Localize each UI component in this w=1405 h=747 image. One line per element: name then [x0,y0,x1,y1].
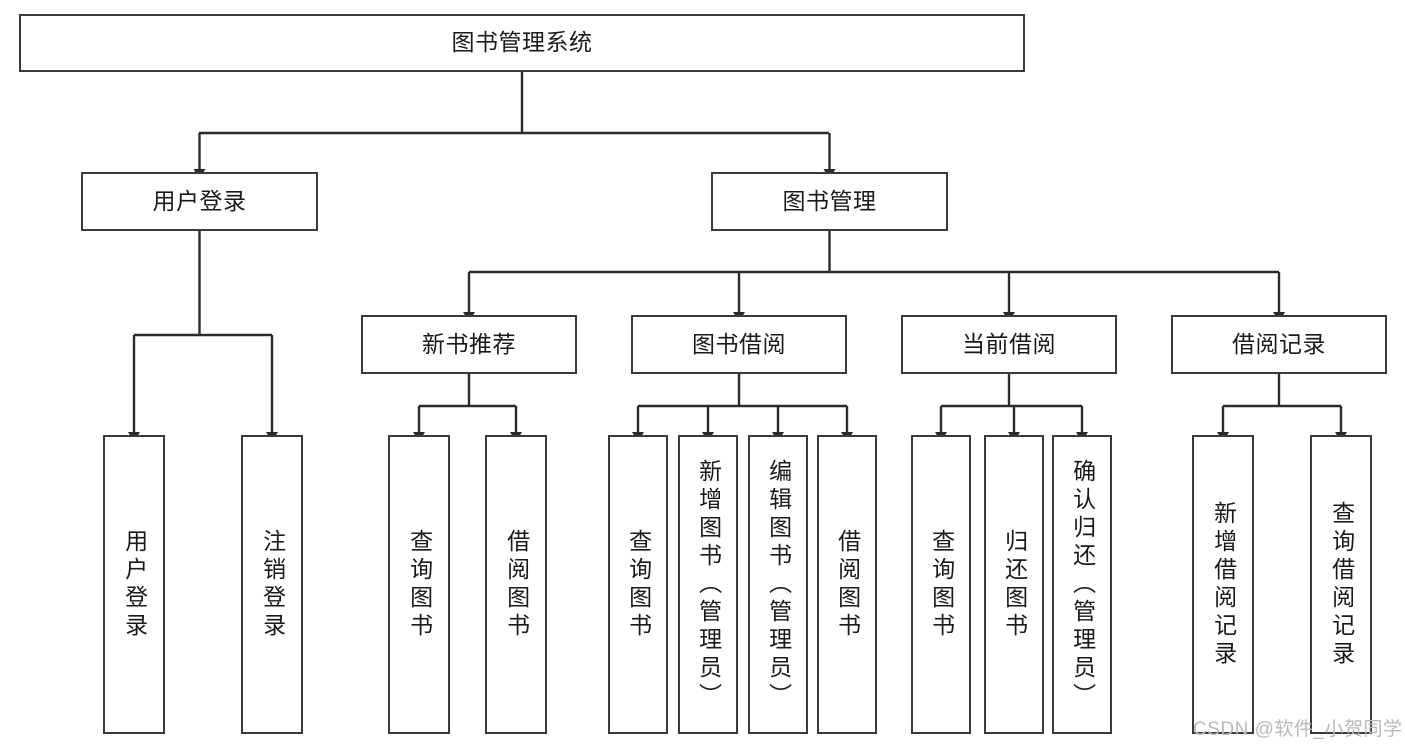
node-label-new-book-recommend: 新书推荐 [422,330,516,357]
connector-paths [128,72,1347,442]
node-leaf-user-logout[interactable]: 注销登录 [241,435,303,734]
node-label-leaf-query-book-recommend: 查询图书 [406,528,433,641]
node-book-manage[interactable]: 图书管理 [711,172,948,231]
node-root[interactable]: 图书管理系统 [19,14,1025,72]
node-leaf-query-book-recommend[interactable]: 查询图书 [388,435,450,734]
node-label-book-borrow: 图书借阅 [692,330,786,357]
node-label-leaf-confirm-return-admin: 确认归还（管理员） [1069,458,1096,711]
node-leaf-add-borrow-record[interactable]: 新增借阅记录 [1192,435,1254,734]
node-book-borrow[interactable]: 图书借阅 [631,315,847,374]
node-leaf-borrow-book[interactable]: 借阅图书 [817,435,877,734]
node-label-root: 图书管理系统 [451,29,593,56]
node-label-leaf-borrow-book-recommend: 借阅图书 [503,528,530,641]
node-label-leaf-query-book-current: 查询图书 [928,528,955,641]
node-label-leaf-query-borrow-record: 查询借阅记录 [1328,500,1355,669]
node-leaf-confirm-return-admin[interactable]: 确认归还（管理员） [1052,435,1112,734]
node-borrow-record[interactable]: 借阅记录 [1171,315,1387,374]
watermark-label: CSDN @软件_小贺同学 [1193,719,1403,740]
node-new-book-recommend[interactable]: 新书推荐 [361,315,577,374]
node-leaf-query-book-borrow[interactable]: 查询图书 [608,435,668,734]
node-leaf-edit-book-admin[interactable]: 编辑图书（管理员） [748,435,808,734]
node-leaf-query-borrow-record[interactable]: 查询借阅记录 [1310,435,1372,734]
node-leaf-add-book-admin[interactable]: 新增图书（管理员） [678,435,738,734]
node-label-leaf-query-book-borrow: 查询图书 [625,528,652,641]
node-label-leaf-add-borrow-record: 新增借阅记录 [1210,500,1237,669]
node-label-leaf-return-book: 归还图书 [1001,528,1028,641]
node-label-leaf-borrow-book: 借阅图书 [834,528,861,641]
node-label-user-login: 用户登录 [152,187,247,214]
node-label-leaf-user-login: 用户登录 [121,528,148,641]
node-label-borrow-record: 借阅记录 [1232,330,1326,357]
node-label-leaf-user-logout: 注销登录 [259,528,286,641]
node-label-leaf-edit-book-admin: 编辑图书（管理员） [765,458,792,711]
node-current-borrow[interactable]: 当前借阅 [901,315,1117,374]
node-leaf-query-book-current[interactable]: 查询图书 [911,435,971,734]
node-label-book-manage: 图书管理 [782,187,877,214]
node-leaf-user-login[interactable]: 用户登录 [103,435,165,734]
node-leaf-borrow-book-recommend[interactable]: 借阅图书 [485,435,547,734]
node-leaf-return-book[interactable]: 归还图书 [984,435,1044,734]
node-user-login[interactable]: 用户登录 [81,172,318,231]
node-label-current-borrow: 当前借阅 [962,330,1056,357]
node-label-leaf-add-book-admin: 新增图书（管理员） [695,458,722,711]
